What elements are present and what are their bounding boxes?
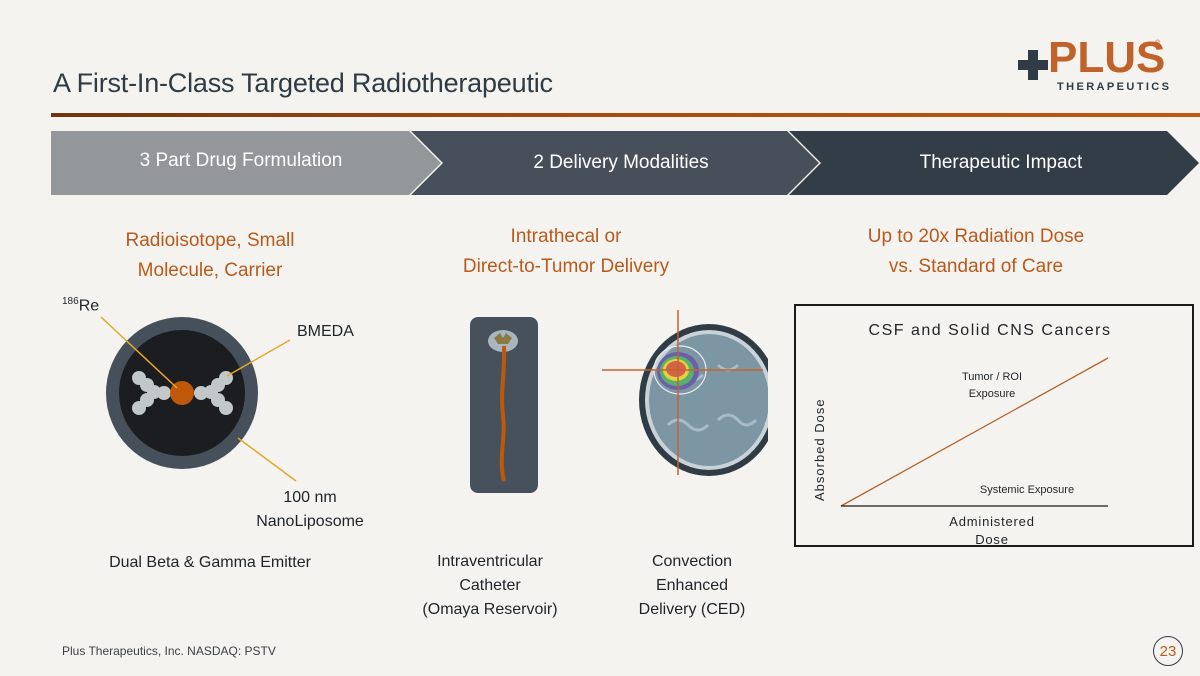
catheter-line <box>499 345 507 482</box>
rhenium-label: 186Re <box>62 296 99 315</box>
liposome-label: 100 nm NanoLiposome <box>240 486 380 534</box>
plus-therapeutics-logo: PLUS ® THERAPEUTICS <box>1018 34 1169 96</box>
chart-x-axis-label-line1: Administered <box>949 514 1034 529</box>
chart-y-axis-label: Absorbed Dose <box>812 398 827 501</box>
page-number: 23 <box>1159 642 1177 660</box>
liposome-pointer-line <box>237 437 297 482</box>
brain-tissue <box>649 334 768 466</box>
systemic-annotation: Systemic Exposure <box>980 484 1074 496</box>
chart-series-layer <box>840 357 1109 507</box>
ventricle-icon <box>494 333 512 344</box>
catheter-illustration <box>470 317 538 493</box>
ced-caption-line2: Enhanced <box>655 577 729 594</box>
bmeda-label: BMEDA <box>297 323 354 340</box>
chevron-1-shape <box>51 131 441 195</box>
dose-contour-red <box>666 361 686 377</box>
delivery-heading-line2: Direct-to-Tumor Delivery <box>462 256 670 277</box>
dose-chart-svg: CSF and Solid CNS Cancers Absorbed Dose … <box>812 322 1112 545</box>
catheter-caption: Intraventricular Catheter (Omaya Reservo… <box>415 550 565 622</box>
formulation-heading: Radioisotope, Small Molecule, Carrier <box>80 226 340 286</box>
delivery-heading-line1: Intrathecal or <box>510 226 622 247</box>
logo-subtitle: THERAPEUTICS <box>1057 81 1172 93</box>
catheter-caption-line1: Intraventricular <box>437 553 543 570</box>
plus-cross-icon <box>1018 50 1048 80</box>
ced-caption-line3: Delivery (CED) <box>638 601 746 618</box>
chevron-3-shape <box>789 131 1199 195</box>
bmeda-pointer-line <box>226 339 291 377</box>
chevron-label-formulation: 3 Part Drug Formulation <box>139 150 343 171</box>
chevron-shapes <box>51 131 1199 195</box>
chevron-label-delivery: 2 Delivery Modalities <box>533 152 709 173</box>
bmeda-molecules <box>132 371 233 415</box>
logo-word: PLUS <box>1048 33 1166 82</box>
chevron-2-shape <box>411 131 819 195</box>
footer-company: Plus Therapeutics, Inc. NASDAQ: PSTV <box>62 644 276 658</box>
formulation-heading-line1: Radioisotope, Small <box>125 230 295 251</box>
liposome-name: NanoLiposome <box>256 513 364 530</box>
title-divider <box>51 113 1200 117</box>
rhenium-pointer-line <box>100 316 178 389</box>
delivery-heading: Intrathecal or Direct-to-Tumor Delivery <box>416 222 716 282</box>
slide-title: A First-In-Class Targeted Radiotherapeut… <box>53 68 553 98</box>
catheter-caption-line2: Catheter <box>459 577 521 594</box>
tumor-annotation-line1: Tumor / ROI <box>962 371 1022 383</box>
chart-x-axis-label-line2: Dose <box>975 532 1009 545</box>
chevron-label-impact: Therapeutic Impact <box>919 152 1083 173</box>
series-line-tumor-roi-exposure <box>840 357 1109 507</box>
nanoliposome-diagram <box>100 316 297 482</box>
isotope-mass: 186 <box>62 296 79 307</box>
isotope-symbol: Re <box>78 297 100 315</box>
impact-heading-line1: Up to 20x Radiation Dose <box>867 226 1085 247</box>
ced-caption: Convection Enhanced Delivery (CED) <box>617 550 767 622</box>
page-number-badge: 23 <box>1153 636 1183 666</box>
impact-heading: Up to 20x Radiation Dose vs. Standard of… <box>826 222 1126 282</box>
chart-title: CSF and Solid CNS Cancers <box>869 322 1112 339</box>
impact-heading-line2: vs. Standard of Care <box>888 256 1064 277</box>
tumor-annotation-line2: Exposure <box>969 388 1015 400</box>
formulation-heading-line2: Molecule, Carrier <box>137 260 283 281</box>
ced-caption-line1: Convection <box>651 553 733 570</box>
registered-mark: ® <box>1155 40 1161 47</box>
catheter-caption-line3: (Omaya Reservoir) <box>422 601 558 618</box>
dose-chart: CSF and Solid CNS Cancers Absorbed Dose … <box>794 304 1194 547</box>
liposome-size: 100 nm <box>283 489 337 506</box>
process-chevron-bar: 3 Part Drug Formulation 2 Delivery Modal… <box>51 131 1200 195</box>
formulation-caption: Dual Beta & Gamma Emitter <box>109 554 311 571</box>
ced-brain-scan-illustration <box>602 310 768 476</box>
